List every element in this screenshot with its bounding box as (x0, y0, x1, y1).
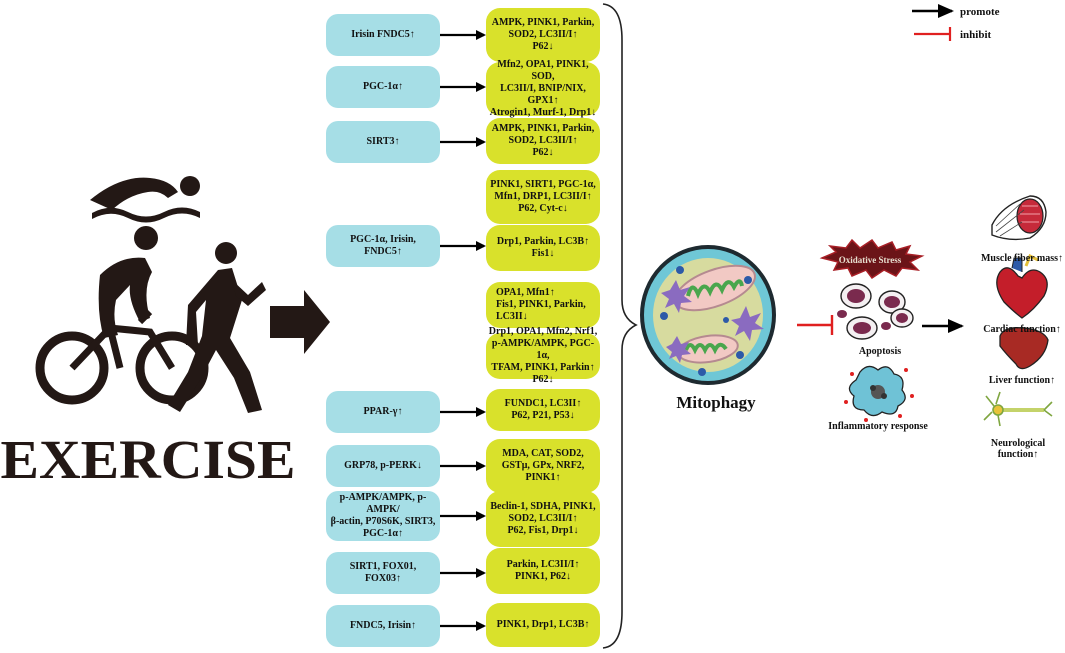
mitochondrion-icon (640, 245, 776, 385)
pathway-arrows (440, 30, 486, 631)
exercise-arrow-icon (270, 290, 330, 354)
pathway-0-effect-box: AMPK, PINK1, Parkin, SOD2, LC3II/I↑ P62↓ (486, 8, 600, 62)
pathway-1-effect-box: Mfn2, OPA1, PINK1, SOD, LC3II/I, BNIP/NI… (486, 59, 600, 118)
pathway-11-effect-box: PINK1, Drp1, LC3B↑ (486, 603, 600, 647)
pathway-5-effect-box: OPA1, Mfn1↑ Fis1, PINK1, Parkin, LC3II↓ (486, 282, 600, 328)
apoptosis-label: Apoptosis (859, 346, 901, 357)
outcome-liver-label: Liver function↑ (988, 375, 1056, 386)
pathway-7-upstream-box: PPAR-γ↑ (326, 391, 440, 433)
outcome-muscle-label: Muscle fiber mass↑ (980, 253, 1064, 264)
mitophagy-label: Mitophagy (676, 393, 756, 412)
cyclist-icon (35, 226, 209, 405)
runner-icon (168, 242, 266, 413)
inflammatory-cell-icon (844, 365, 914, 422)
pathway-3-effect-box: PINK1, SIRT1, PGC-1α, Mfn1, DRP1, LC3II/… (486, 170, 600, 224)
pathway-8-upstream-box: GRP78, p-PERK↓ (326, 445, 440, 487)
pathway-0-upstream-box: Irisin FNDC5↑ (326, 14, 440, 56)
pathway-9-upstream-box: p-AMPK/AMPK, p-AMPK/ β-actin, P70S6K, SI… (326, 491, 440, 541)
pathway-8-effect-box: MDA, CAT, SOD2, GSTμ, GPx, NRF2, PINK1↑ (486, 439, 600, 493)
pathway-7-effect-box: FUNDC1, LC3II↑ P62, P21, P53↓ (486, 389, 600, 431)
outcome-neuro-label: Neurological function↑ (990, 438, 1046, 460)
inhibit-arrow (797, 315, 834, 335)
pathway-2-effect-box: AMPK, PINK1, Parkin, SOD2, LC3II/I↑ P62↓ (486, 118, 600, 164)
outcome-cardiac-label: Cardiac function↑ (983, 324, 1061, 335)
neuron-icon (983, 391, 1053, 427)
legend: promote inhibit (912, 4, 1000, 41)
legend-promote-label: promote (960, 6, 1000, 18)
grouping-brace (602, 3, 638, 649)
liver-icon (999, 327, 1049, 370)
pathway-9-effect-box: Beclin-1, SDHA, PINK1, SOD2, LC3II/I↑ P6… (486, 491, 600, 547)
inflammatory-label: Inflammatory response (828, 421, 928, 432)
pathway-10-effect-box: Parkin, LC3II/I↑ PINK1, P62↓ (486, 548, 600, 594)
pathway-11-upstream-box: FNDC5, Irisin↑ (326, 605, 440, 647)
pathway-10-upstream-box: SIRT1, FOX01, FOX03↑ (326, 552, 440, 594)
apoptosis-cells-icon (837, 283, 914, 340)
pathway-4-effect-box: Drp1, Parkin, LC3B↑ Fis1↓ (486, 225, 600, 271)
oxidative-stress-label: Oxidative Stress (839, 255, 902, 265)
legend-inhibit-label: inhibit (960, 29, 992, 41)
legend-inhibit-symbol (914, 27, 952, 41)
swimmer-icon (90, 176, 200, 223)
muscle-fiber-icon (991, 195, 1047, 241)
pathway-6-effect-box: Drp1, OPA1, Mfn2, Nrf1, p-AMPK/AMPK, PGC… (486, 326, 600, 385)
pathway-1-upstream-box: PGC-1α↑ (326, 66, 440, 108)
pathway-2-upstream-box: SIRT3↑ (326, 121, 440, 163)
heart-icon (996, 253, 1048, 319)
exercise-figures-icon (35, 176, 330, 413)
pathway-4-upstream-box: PGC-1α, Irisin, FNDC5↑ (326, 225, 440, 267)
exercise-title: EXERCISE (1, 429, 296, 490)
oxidative-stress-icon: Oxidative Stress (819, 238, 925, 280)
